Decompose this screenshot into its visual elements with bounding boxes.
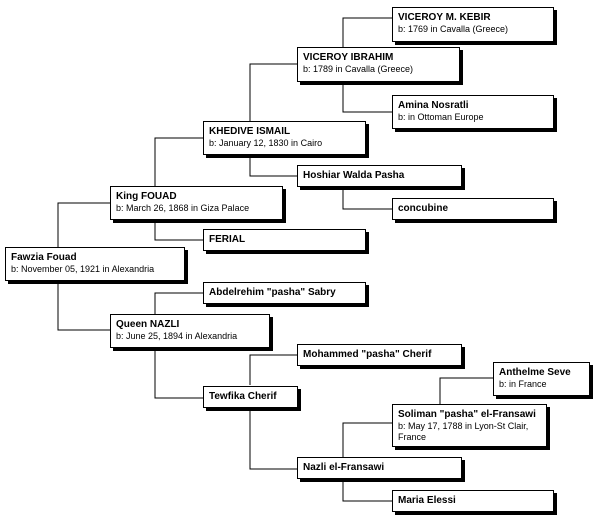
person-name: Maria Elessi [398,495,456,506]
person-name: FERIAL [209,234,246,245]
person-birth: b: 1789 in Cavalla (Greece) [303,64,414,74]
person-birth: b: in France [499,379,547,389]
person-name: Nazli el-Fransawi [303,462,385,473]
person-name: Anthelme Seve [499,367,571,378]
person-birth: b: June 25, 1894 in Alexandria [116,331,238,341]
person-abdelrehim-sabry[interactable]: Abdelrehim "pasha" Sabry [203,282,366,304]
person-mohammed-cherif[interactable]: Mohammed "pasha" Cherif [297,344,462,366]
person-amina-nosratli[interactable]: Amina Nosratli b: in Ottoman Europe [392,95,554,129]
person-name: Hoshiar Walda Pasha [303,170,405,181]
person-name: Fawzia Fouad [11,252,77,263]
person-name: VICEROY M. KEBIR [398,12,491,23]
person-birth: b: January 12, 1830 in Cairo [209,138,323,148]
person-nazli-el-fransawi[interactable]: Nazli el-Fransawi [297,457,462,479]
person-name: Amina Nosratli [398,100,469,111]
person-anthelme-seve[interactable]: Anthelme Seve b: in France [493,362,590,396]
person-maria-elessi[interactable]: Maria Elessi [392,490,554,512]
person-birth: b: May 17, 1788 in Lyon-St Clair, France [398,421,529,442]
person-name: KHEDIVE ISMAIL [209,126,291,137]
person-khedive-ismail[interactable]: KHEDIVE ISMAIL b: January 12, 1830 in Ca… [203,121,366,155]
person-name: Abdelrehim "pasha" Sabry [209,287,336,298]
person-name: Soliman "pasha" el-Fransawi [398,409,536,420]
person-viceroy-ibrahim[interactable]: VICEROY IBRAHIM b: 1789 in Cavalla (Gree… [297,47,460,82]
person-fawzia-fouad[interactable]: Fawzia Fouad b: November 05, 1921 in Ale… [5,247,185,281]
person-name: King FOUAD [116,191,177,202]
person-name: Queen NAZLI [116,319,180,330]
person-soliman-el-fransawi[interactable]: Soliman "pasha" el-Fransawi b: May 17, 1… [392,404,547,447]
person-birth: b: 1769 in Cavalla (Greece) [398,24,509,34]
person-concubine[interactable]: concubine [392,198,554,220]
person-viceroy-m-kebir[interactable]: VICEROY M. KEBIR b: 1769 in Cavalla (Gre… [392,7,554,42]
person-birth: b: March 26, 1868 in Giza Palace [116,203,250,213]
person-ferial[interactable]: FERIAL [203,229,366,251]
person-birth: b: November 05, 1921 in Alexandria [11,264,155,274]
person-hoshiar-walda-pasha[interactable]: Hoshiar Walda Pasha [297,165,462,187]
person-name: Tewfika Cherif [209,391,277,402]
person-name: VICEROY IBRAHIM [303,52,394,63]
person-king-fouad[interactable]: King FOUAD b: March 26, 1868 in Giza Pal… [110,186,283,220]
person-name: Mohammed "pasha" Cherif [303,349,432,360]
person-name: concubine [398,203,449,214]
person-birth: b: in Ottoman Europe [398,112,484,122]
person-tewfika-cherif[interactable]: Tewfika Cherif [203,386,298,408]
person-queen-nazli[interactable]: Queen NAZLI b: June 25, 1894 in Alexandr… [110,314,270,348]
